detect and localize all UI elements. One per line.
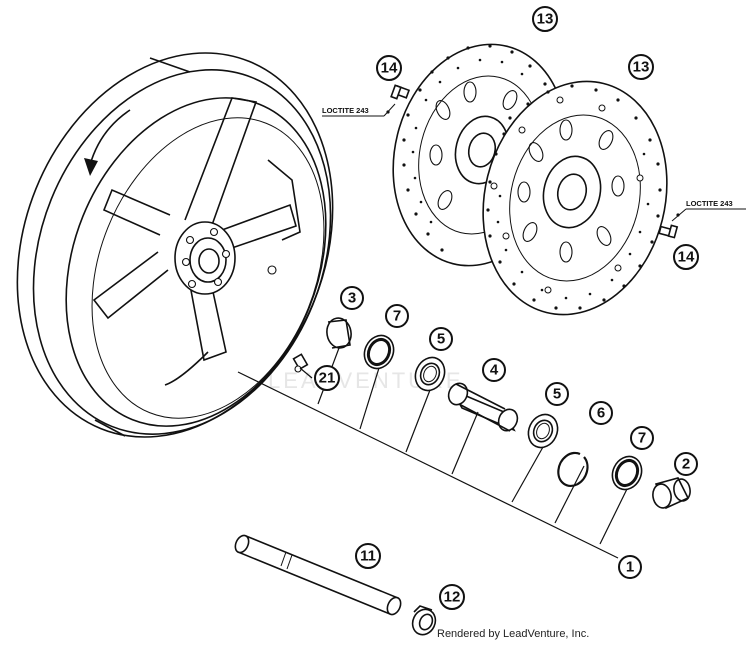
svg-text:7: 7 xyxy=(638,430,646,447)
callout-14-upper: 14 xyxy=(376,55,402,81)
callout-6: 6 xyxy=(589,401,613,425)
leader-lines xyxy=(237,347,628,559)
callout-1: 1 xyxy=(618,555,642,579)
svg-text:14: 14 xyxy=(678,249,695,266)
callout-3: 3 xyxy=(340,286,364,310)
svg-text:LOCTITE 243: LOCTITE 243 xyxy=(686,199,733,208)
svg-text:4: 4 xyxy=(490,362,499,379)
callout-12: 12 xyxy=(439,584,465,610)
callout-5-lower: 5 xyxy=(545,382,569,406)
svg-text:6: 6 xyxy=(597,405,605,422)
part-seal-7-lower xyxy=(611,455,643,491)
part-axle-nut-12 xyxy=(411,605,437,636)
callout-14-lower: 14 xyxy=(673,244,699,270)
svg-text:21: 21 xyxy=(319,370,336,387)
callout-7-lower: 7 xyxy=(630,426,654,450)
svg-text:1: 1 xyxy=(626,559,634,576)
svg-text:5: 5 xyxy=(553,386,561,403)
callout-11: 11 xyxy=(355,543,381,569)
part-bearing-5-lower xyxy=(527,413,559,449)
part-seal-7-upper xyxy=(363,334,395,370)
part-circlip-6 xyxy=(557,451,589,488)
render-credit: Rendered by LeadVenture, Inc. xyxy=(437,628,589,640)
callout-13-lower: 13 xyxy=(628,54,654,80)
svg-text:LOCTITE 243: LOCTITE 243 xyxy=(322,106,369,115)
loctite-note-lower: LOCTITE 243 xyxy=(671,199,746,222)
svg-text:14: 14 xyxy=(381,60,398,77)
svg-text:11: 11 xyxy=(360,548,376,565)
svg-text:13: 13 xyxy=(633,59,650,76)
svg-text:13: 13 xyxy=(537,11,554,28)
wheel-rim xyxy=(16,52,334,438)
disc-bolt-lower xyxy=(658,224,679,239)
svg-text:5: 5 xyxy=(437,331,445,348)
callout-5-upper: 5 xyxy=(429,327,453,351)
callout-2: 2 xyxy=(674,452,698,476)
svg-text:2: 2 xyxy=(682,456,690,473)
svg-text:12: 12 xyxy=(444,589,461,606)
wheel-spokes xyxy=(92,97,301,386)
callout-13-upper: 13 xyxy=(532,6,558,32)
brake-disc-front xyxy=(482,80,668,316)
callout-7-upper: 7 xyxy=(385,304,409,328)
valve-stem xyxy=(292,353,309,373)
part-spacer-2 xyxy=(652,477,691,510)
loctite-note-upper: LOCTITE 243 xyxy=(322,103,396,117)
callout-21: 21 xyxy=(314,365,340,391)
svg-text:7: 7 xyxy=(393,308,401,325)
disc-bolt-upper xyxy=(390,84,411,100)
part-bearing-5-upper xyxy=(414,356,446,392)
part-axle-11 xyxy=(234,534,402,616)
svg-text:3: 3 xyxy=(348,290,356,307)
wheel-hub xyxy=(174,221,277,295)
part-sleeve-4 xyxy=(447,382,519,432)
part-spacer-3 xyxy=(326,317,352,349)
callout-4: 4 xyxy=(482,358,506,382)
